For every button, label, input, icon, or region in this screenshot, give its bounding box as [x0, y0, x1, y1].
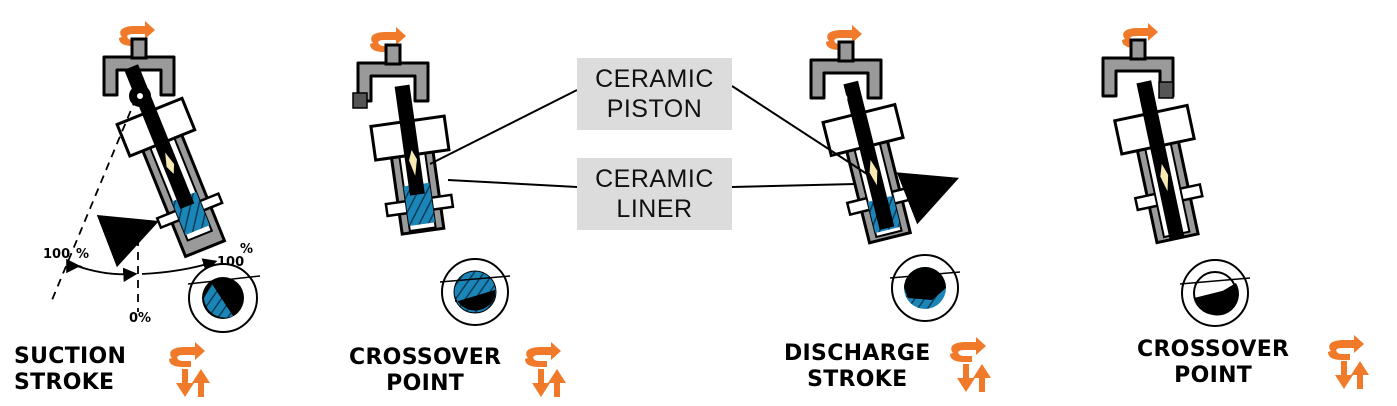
pump-suction-stroke: 100 % 0% 100 %: [43, 21, 261, 333]
pump-cylinder: [1112, 80, 1204, 245]
direction-arrows-icon: [532, 369, 566, 397]
angle-label-left-unit: %: [76, 247, 89, 262]
liner-leader-right: [731, 183, 856, 188]
pump-crossover-1: [352, 27, 511, 326]
callout-ceramic-liner: CERAMIC LINER: [577, 158, 732, 230]
pump-discharge-stroke: [809, 25, 961, 322]
pump-crossover-2: [1101, 23, 1251, 327]
callout-ceramic-piston: CERAMIC PISTON: [577, 58, 732, 130]
stage-label-crossover-2: CROSSOVER POINT: [1137, 337, 1289, 389]
piston-leader-right: [731, 85, 871, 177]
angle-label-zero: 0%: [129, 311, 151, 326]
angle-label-left: 100: [43, 247, 70, 262]
stage-label-line1: DISCHARGE: [784, 341, 931, 366]
rotation-arrow-icon: [1328, 335, 1364, 360]
flow-arrow-out-icon: [896, 172, 960, 225]
stage-label-line2: STROKE: [14, 370, 115, 395]
pump-cylinder: [369, 84, 455, 236]
stage-label-line1: SUCTION: [14, 344, 127, 369]
stage-label-discharge: DISCHARGE STROKE: [784, 341, 931, 393]
direction-arrows-icon: [176, 369, 210, 397]
rotation-arrow-icon: [525, 342, 561, 367]
callout-piston-line1: CERAMIC: [595, 65, 714, 93]
flow-arrow-in-icon: [96, 214, 160, 268]
rotation-arrow-icon: [950, 337, 986, 362]
direction-arrows-icon: [1335, 361, 1369, 389]
stage-label-line2: POINT: [1174, 363, 1253, 388]
liner-leader-left: [447, 179, 578, 188]
callout-piston-line2: PISTON: [606, 95, 703, 123]
rotation-arrow-icon: [169, 342, 205, 367]
port-disc: [889, 254, 961, 322]
stage-label-line1: CROSSOVER: [1137, 337, 1290, 362]
angle-label-right-unit: %: [240, 242, 253, 257]
stage-label-crossover-1: CROSSOVER POINT: [349, 345, 501, 397]
callout-liner-line1: CERAMIC: [595, 165, 714, 193]
port-disc: [439, 258, 511, 326]
stage-label-suction: SUCTION STROKE: [14, 344, 126, 396]
pump-cylinder: [821, 80, 916, 245]
port-disc: [1179, 259, 1251, 327]
direction-arrows-icon: [957, 364, 991, 392]
port-disc: [187, 263, 261, 333]
drive-bracket: [356, 43, 430, 103]
stage-label-line1: CROSSOVER: [349, 345, 502, 370]
piston-leader-left: [429, 89, 578, 165]
stage-label-line2: POINT: [386, 371, 465, 396]
callout-liner-line2: LINER: [616, 195, 693, 223]
stage-label-line2: STROKE: [807, 367, 908, 392]
